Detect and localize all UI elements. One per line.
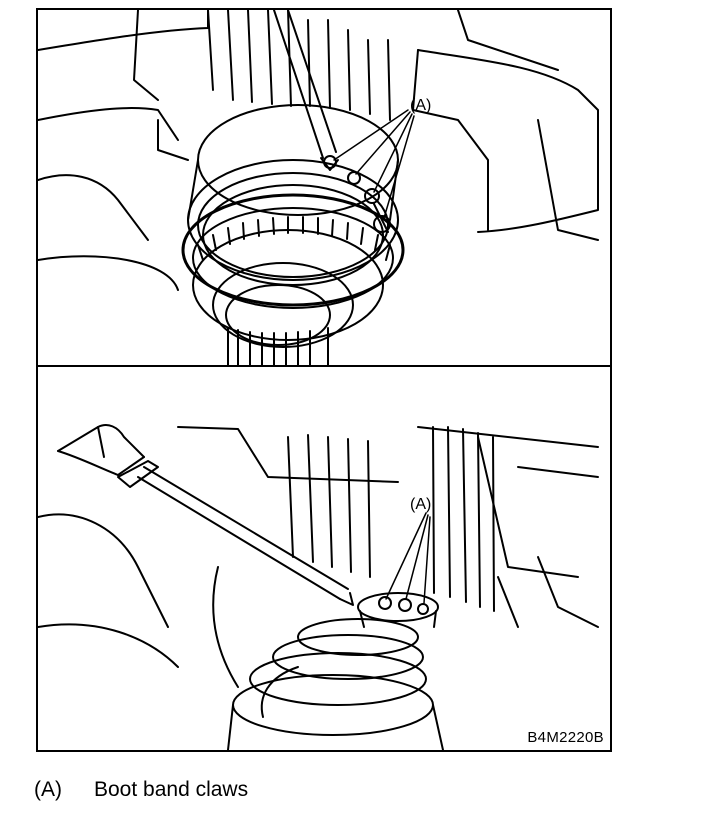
top-illustration-panel: (A) xyxy=(38,10,610,367)
top-drawing: (A) xyxy=(38,10,599,365)
legend-key: (A) xyxy=(34,778,62,801)
bottom-callout-label: (A) xyxy=(410,496,431,513)
illustration-frame: (A) xyxy=(36,8,612,752)
figure-code: B4M2220B xyxy=(527,729,604,746)
bottom-drawing: (A) xyxy=(38,424,599,750)
top-callout-label: (A) xyxy=(410,97,431,114)
legend-text: Boot band claws xyxy=(94,778,249,801)
legend-item: (A) Boot band claws xyxy=(34,778,248,802)
bottom-illustration-panel: (A) B4M2220B xyxy=(38,367,610,750)
